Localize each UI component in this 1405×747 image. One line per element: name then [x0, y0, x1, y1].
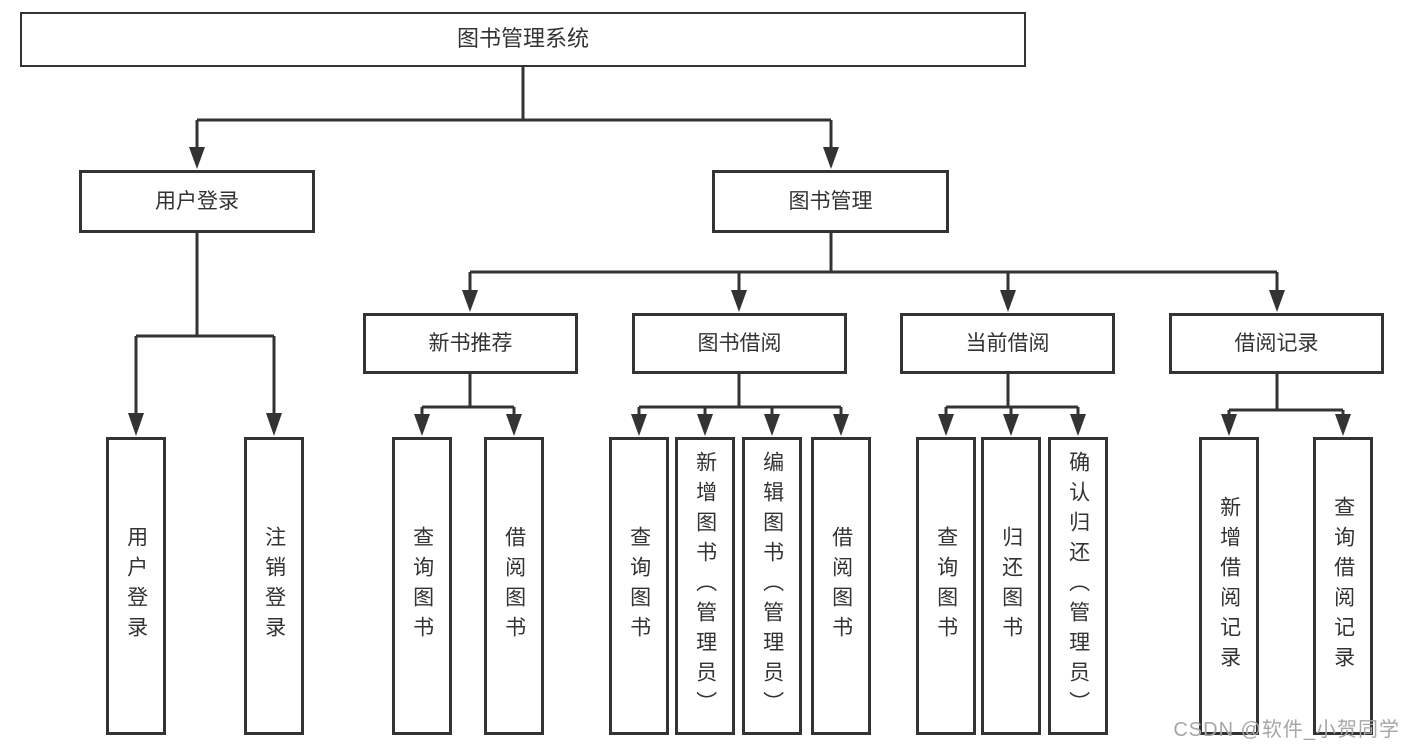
connector-user-login	[128, 233, 282, 436]
arrowhead	[1269, 290, 1285, 312]
arrowhead	[506, 414, 522, 436]
arrowhead	[731, 290, 747, 312]
leaf-return-book: 归还图书	[981, 437, 1041, 735]
connector-borrow-records	[1221, 374, 1351, 436]
leaf-add-borrow-record: 新增借阅记录	[1199, 437, 1259, 735]
leaf-query-borrow-record: 查询借阅记录	[1313, 437, 1373, 735]
connector-current-borrow	[938, 374, 1086, 436]
leaf-borrow-books-1: 借阅图书	[484, 437, 544, 735]
leaf-query-books-1: 查询图书	[392, 437, 452, 735]
node-book-borrow: 图书借阅	[632, 313, 847, 374]
leaf-borrow-books-2: 借阅图书	[811, 437, 871, 735]
leaf-query-books-3: 查询图书	[916, 437, 976, 735]
node-book-management: 图书管理	[712, 170, 949, 233]
arrowhead	[414, 414, 430, 436]
arrowhead	[1070, 414, 1086, 436]
arrowhead	[266, 413, 282, 436]
node-user-login: 用户登录	[79, 170, 315, 233]
arrowhead	[764, 414, 780, 436]
arrowhead	[189, 147, 205, 169]
node-library-management-system: 图书管理系统	[20, 12, 1026, 67]
leaf-add-book-admin: 新增图书（管理员）	[675, 437, 735, 735]
leaf-user-login: 用户登录	[106, 437, 166, 735]
leaf-edit-book-admin: 编辑图书（管理员）	[742, 437, 802, 735]
arrowhead	[631, 414, 647, 436]
leaf-query-books-2: 查询图书	[609, 437, 669, 735]
connector-root-to-level1	[189, 67, 839, 169]
arrowhead	[833, 414, 849, 436]
leaf-confirm-return-admin: 确认归还（管理员）	[1048, 437, 1108, 735]
leaf-logout: 注销登录	[244, 437, 304, 735]
node-current-borrow: 当前借阅	[900, 313, 1115, 374]
arrowhead	[823, 147, 839, 169]
arrowhead	[1003, 414, 1019, 436]
arrowhead	[697, 414, 713, 436]
arrowhead	[462, 290, 478, 312]
arrowhead	[1335, 414, 1351, 436]
arrowhead	[1221, 414, 1237, 436]
csdn-watermark: CSDN @软件_小贺同学	[1173, 719, 1400, 741]
arrowhead	[938, 414, 954, 436]
arrowhead	[1000, 290, 1016, 312]
connector-book-borrow	[631, 374, 849, 436]
arrowhead	[128, 413, 144, 436]
connector-book-mgmt	[462, 233, 1285, 312]
connector-new-book-recommend	[414, 374, 522, 436]
node-new-book-recommend: 新书推荐	[363, 313, 578, 374]
node-borrow-records: 借阅记录	[1169, 313, 1384, 374]
